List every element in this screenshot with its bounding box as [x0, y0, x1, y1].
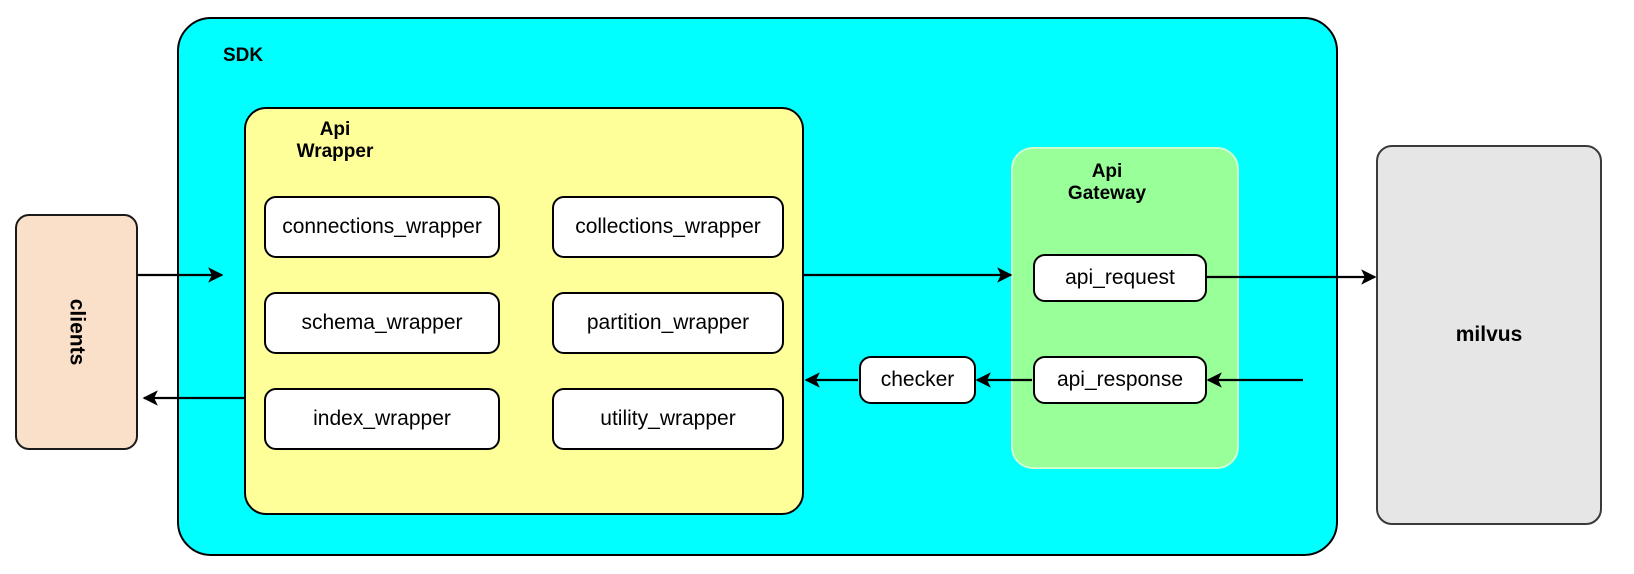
node-api-request[interactable]: api_request [1033, 254, 1207, 302]
node-api-response[interactable]: api_response [1033, 356, 1207, 404]
checker-label: checker [880, 368, 955, 391]
module-label: index_wrapper [313, 407, 451, 430]
api-wrapper-label: Api Wrapper [296, 119, 374, 162]
module-index-wrapper[interactable]: index_wrapper [264, 388, 500, 450]
node-checker[interactable]: checker [859, 356, 976, 404]
api-gateway-label: Api Gateway [1067, 161, 1147, 204]
api-gateway-container[interactable]: Api Gateway [1011, 147, 1239, 469]
module-partition-wrapper[interactable]: partition_wrapper [552, 292, 784, 354]
module-utility-wrapper[interactable]: utility_wrapper [552, 388, 784, 450]
clients-box[interactable]: clients [15, 214, 138, 450]
node-label: api_response [1056, 368, 1184, 391]
module-schema-wrapper[interactable]: schema_wrapper [264, 292, 500, 354]
module-label: connections_wrapper [282, 215, 482, 238]
node-label: api_request [1065, 266, 1175, 289]
module-label: utility_wrapper [600, 407, 736, 430]
sdk-label: SDK [223, 45, 264, 66]
milvus-label: milvus [1455, 323, 1523, 346]
module-label: schema_wrapper [301, 311, 463, 334]
clients-label: clients [65, 298, 89, 366]
module-label: partition_wrapper [586, 311, 750, 334]
module-collections-wrapper[interactable]: collections_wrapper [552, 196, 784, 258]
module-connections-wrapper[interactable]: connections_wrapper [264, 196, 500, 258]
milvus-box[interactable]: milvus [1376, 145, 1602, 525]
module-label: collections_wrapper [575, 215, 761, 238]
